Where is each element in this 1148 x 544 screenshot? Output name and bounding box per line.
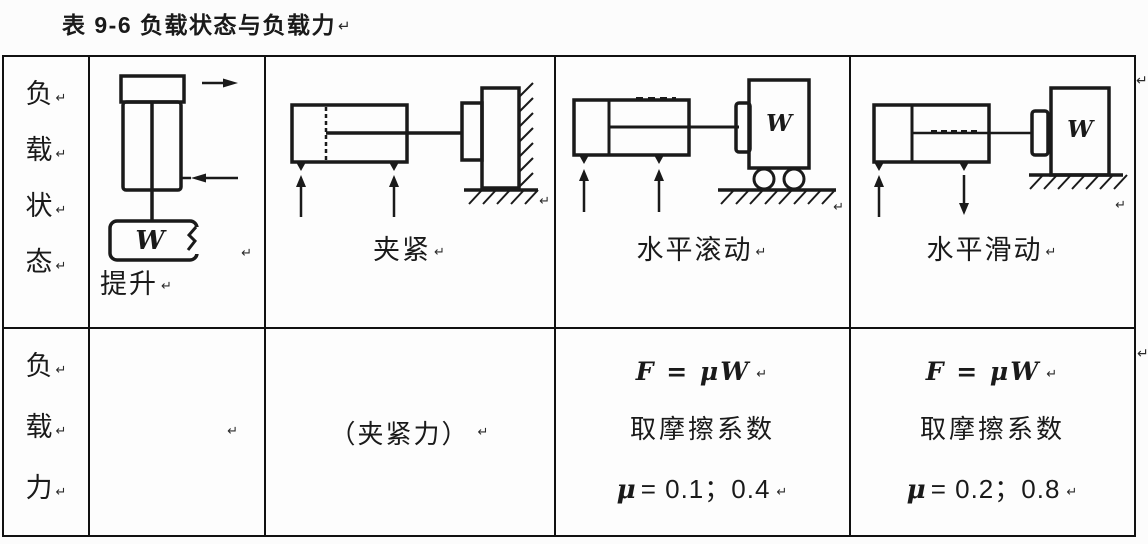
return-mark: ↵ xyxy=(756,366,770,382)
row-header-load-state: 负↵ 载↵ 状↵ 态↵ xyxy=(4,57,90,329)
state-caption-rolling: 水平滚动↵ xyxy=(636,235,769,265)
return-mark: ↵ xyxy=(55,485,67,500)
return-mark: ↵ xyxy=(539,194,550,209)
return-mark: ↵ xyxy=(1136,72,1148,88)
return-mark: ↵ xyxy=(1115,198,1126,213)
return-mark: ↵ xyxy=(1137,345,1148,361)
header-char: 载 xyxy=(25,135,53,165)
state-caption-lifting: 提升↵ xyxy=(100,269,174,299)
weight-label: W xyxy=(766,110,794,137)
return-mark: ↵ xyxy=(1046,366,1060,382)
header-char: 态 xyxy=(25,247,53,277)
header-char: 负 xyxy=(25,351,53,381)
table-title: 表 9-6 负载状态与负载力↵ xyxy=(62,6,352,40)
friction-formula: F = μW↵ xyxy=(925,356,1060,386)
return-mark: ↵ xyxy=(55,203,67,218)
sliding-cylinder-diagram: W xyxy=(872,86,1128,217)
return-mark: ↵ xyxy=(338,17,353,35)
rolling-cylinder-diagram: W xyxy=(572,78,836,212)
return-mark: ↵ xyxy=(161,279,174,294)
clamping-cylinder-diagram xyxy=(290,82,539,217)
friction-coefficient: μ= 0.1；0.4↵ xyxy=(616,473,789,505)
lifting-cylinder-diagram: W xyxy=(108,74,238,262)
cell-state-clamping: ↵ 夹紧↵ xyxy=(266,57,556,329)
return-mark: ↵ xyxy=(755,245,769,260)
return-mark: ↵ xyxy=(55,363,67,378)
return-mark: ↵ xyxy=(241,246,252,261)
table-title-text: 表 9-6 负载状态与负载力 xyxy=(62,12,337,38)
weight-label: W xyxy=(135,226,167,256)
return-mark: ↵ xyxy=(1045,245,1059,260)
return-mark: ↵ xyxy=(55,91,67,106)
return-mark: ↵ xyxy=(55,424,67,439)
state-caption-sliding: 水平滑动↵ xyxy=(926,235,1059,265)
weight-label: W xyxy=(1067,116,1095,143)
cell-state-rolling: W ↵ 水平滚动↵ xyxy=(556,57,851,329)
return-mark: ↵ xyxy=(776,484,789,500)
clamping-force-text: （夹紧力） xyxy=(329,418,470,449)
return-mark: ↵ xyxy=(55,259,67,274)
load-table: 负↵ 载↵ 状↵ 态↵ W ↵ 提升↵ xyxy=(2,55,1136,537)
friction-formula: F = μW↵ xyxy=(635,356,770,386)
return-mark: ↵ xyxy=(833,200,844,215)
friction-note: 取摩擦系数 xyxy=(919,413,1065,444)
header-char: 状 xyxy=(25,191,53,221)
header-char: 力 xyxy=(25,473,53,503)
return-mark: ↵ xyxy=(477,424,491,440)
cell-force-sliding: F = μW↵ 取摩擦系数 μ= 0.2；0.8↵ xyxy=(851,329,1134,535)
return-mark: ↵ xyxy=(1066,484,1079,500)
friction-coefficient: μ= 0.2；0.8↵ xyxy=(906,473,1079,505)
cell-force-clamping: （夹紧力） ↵ xyxy=(266,329,556,535)
cell-state-lifting: W ↵ 提升↵ xyxy=(90,57,266,329)
state-caption-clamping: 夹紧↵ xyxy=(373,235,447,265)
row-header-load-force: 负↵ 载↵ 力↵ xyxy=(4,329,90,535)
return-mark: ↵ xyxy=(434,245,447,260)
return-mark: ↵ xyxy=(55,147,67,162)
return-mark: ↵ xyxy=(227,424,238,439)
cell-force-rolling: F = μW↵ 取摩擦系数 μ= 0.1；0.4↵ xyxy=(556,329,851,535)
header-char: 负 xyxy=(25,79,53,109)
cell-state-sliding: W ↵ 水平滑动↵ xyxy=(851,57,1134,329)
friction-note: 取摩擦系数 xyxy=(629,413,775,444)
header-char: 载 xyxy=(25,412,53,442)
cell-force-lifting: ↵ xyxy=(90,329,266,535)
